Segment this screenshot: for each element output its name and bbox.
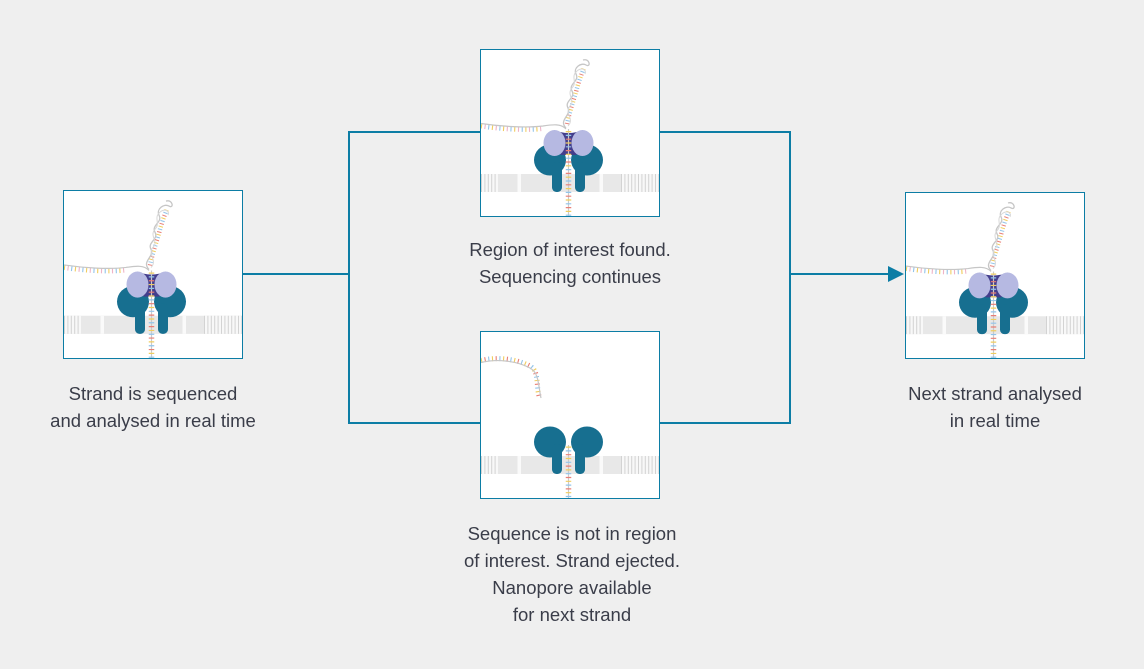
- step-caption-region-of-interest-found: Region of interest found. Sequencing con…: [420, 236, 720, 290]
- step-box-strand-ejected: [480, 331, 660, 499]
- caption-line: for next strand: [512, 604, 632, 625]
- connector-branch-top-right: [658, 131, 791, 133]
- nanopore-sequencing-illustration: [906, 193, 1084, 358]
- nanopore-sequencing-illustration: [481, 50, 659, 216]
- caption-line: Sequence is not in region: [467, 523, 677, 544]
- caption-line: Nanopore available: [492, 577, 652, 598]
- step-box-next-strand-analysed: [905, 192, 1085, 359]
- connector-branch-top-left: [348, 131, 481, 133]
- connector-left-to-branch: [243, 273, 349, 275]
- connector-branch-right-vertical: [789, 131, 791, 424]
- caption-line: and analysed in real time: [50, 410, 256, 431]
- step-caption-next-strand-analysed: Next strand analysed in real time: [855, 380, 1135, 434]
- step-box-region-of-interest-found: [480, 49, 660, 217]
- caption-line: Next strand analysed: [908, 383, 1082, 404]
- caption-line: Region of interest found.: [469, 239, 671, 260]
- caption-line: Strand is sequenced: [68, 383, 238, 404]
- connector-branch-bottom-left: [348, 422, 481, 424]
- caption-line: of interest. Strand ejected.: [464, 550, 680, 571]
- step-caption-strand-ejected: Sequence is not in region of interest. S…: [422, 520, 722, 628]
- connector-merge-to-next: [789, 273, 889, 275]
- step-box-strand-sequenced: [63, 190, 243, 359]
- caption-line: in real time: [949, 410, 1041, 431]
- step-caption-strand-sequenced: Strand is sequenced and analysed in real…: [13, 380, 293, 434]
- caption-line: Sequencing continues: [478, 266, 662, 287]
- connector-branch-bottom-right: [658, 422, 791, 424]
- connector-branch-left-vertical: [348, 131, 350, 424]
- nanopore-sequencing-illustration: [64, 191, 242, 358]
- flow-arrowhead-right-icon: [888, 266, 904, 282]
- nanopore-ejected-illustration: [481, 332, 659, 498]
